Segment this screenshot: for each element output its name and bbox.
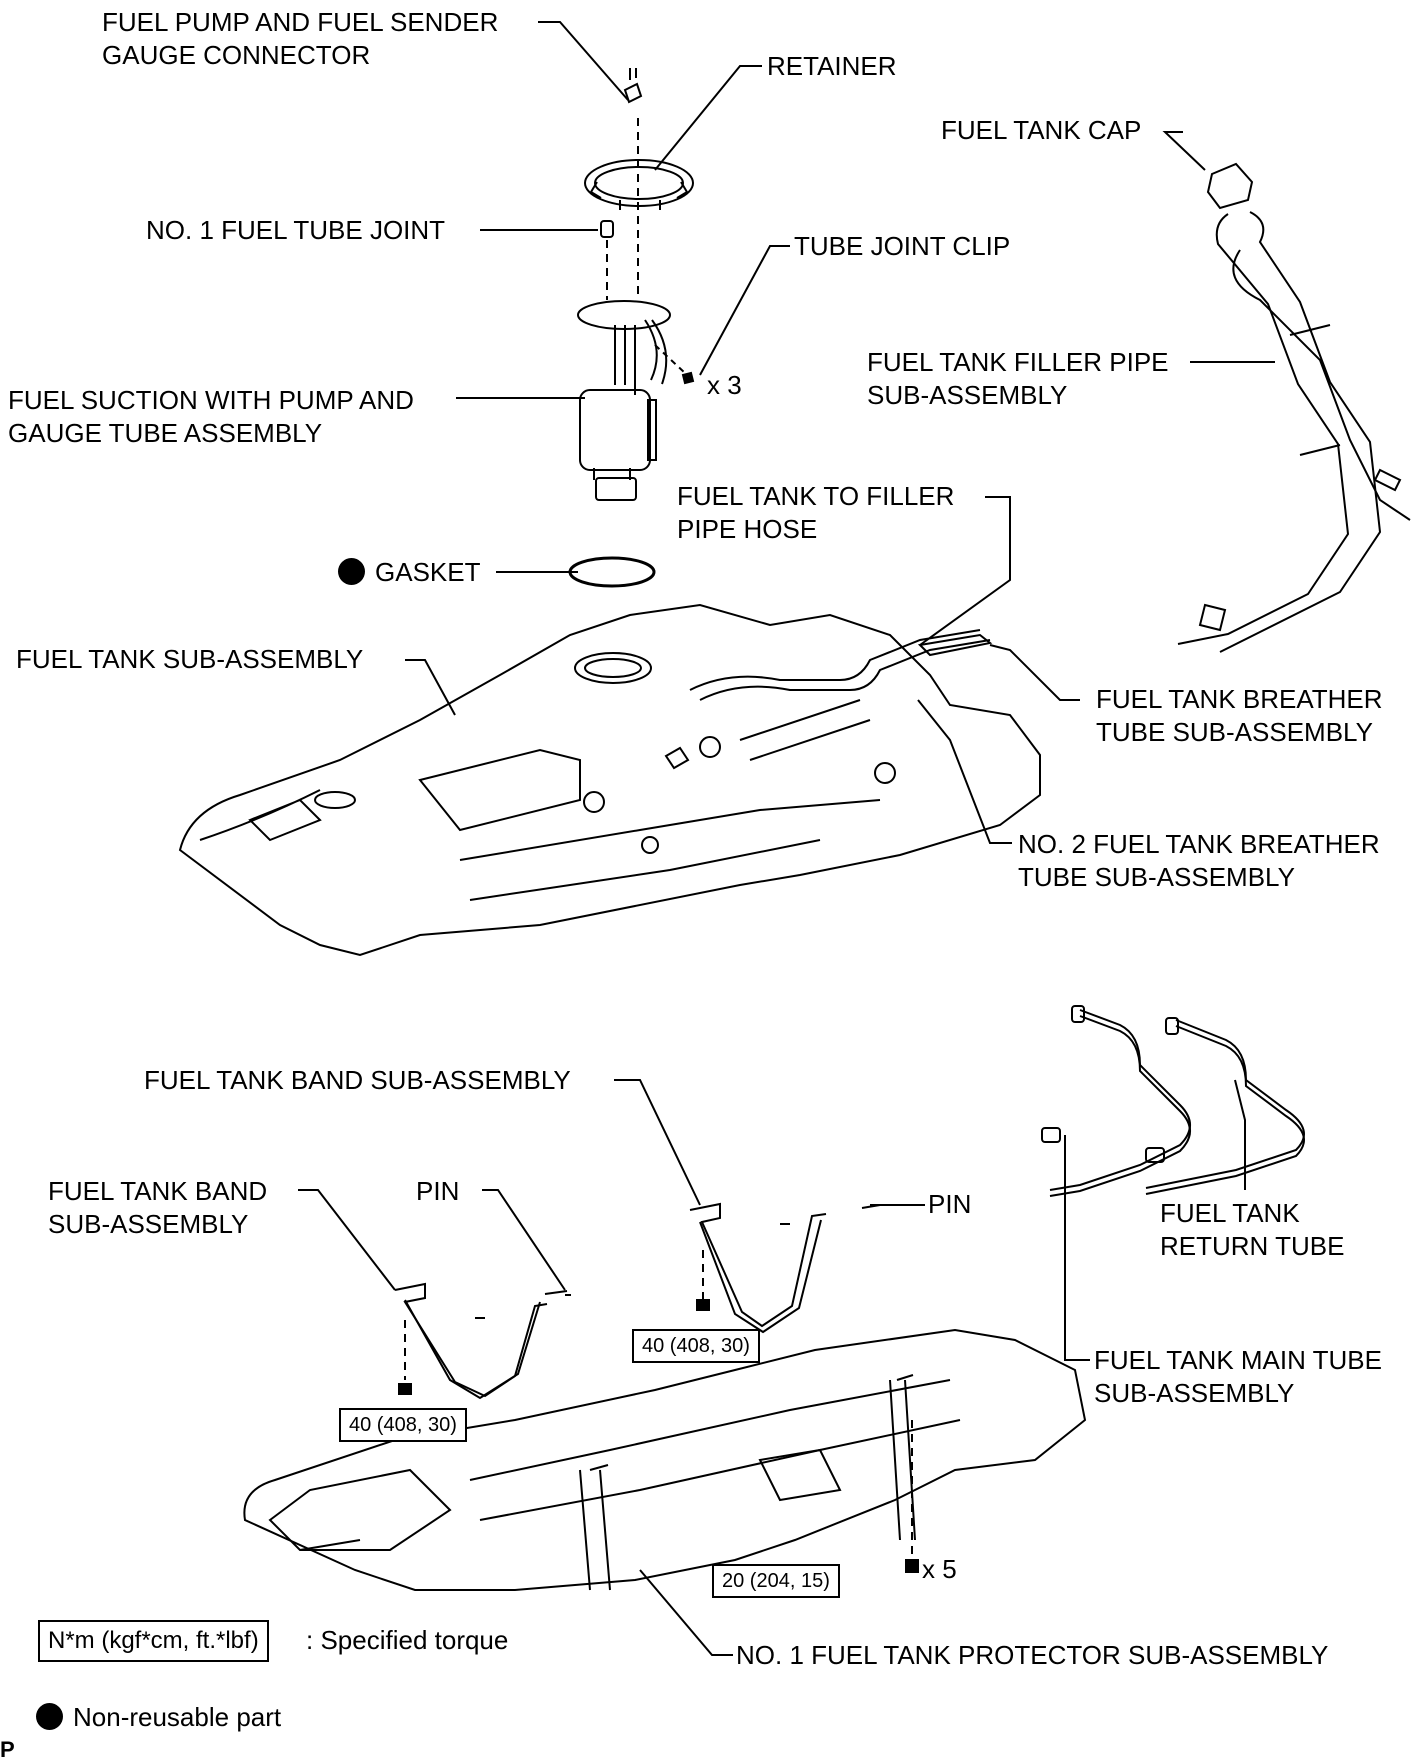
fuel-tube-joint-label: NO. 1 FUEL TUBE JOINT <box>146 215 446 245</box>
pin-right-label: PIN <box>928 1189 972 1219</box>
torque-box-band-right: 40 (408, 30) <box>632 1329 760 1363</box>
connector-label-line2: GAUGE CONNECTOR <box>102 40 371 70</box>
protector-label: NO. 1 FUEL TANK PROTECTOR SUB-ASSEMBLY <box>736 1640 1329 1670</box>
breather-tube-label-line2: TUBE SUB-ASSEMBLY <box>1096 717 1373 747</box>
tank-bands-drawing <box>394 1202 881 1400</box>
legend-nonreusable-text: Non-reusable part <box>73 1702 282 1732</box>
torque-box-band-left: 40 (408, 30) <box>339 1408 467 1442</box>
no2-breather-tube-label-line2: TUBE SUB-ASSEMBLY <box>1018 862 1295 892</box>
tube-joint-clip-label: TUBE JOINT CLIP <box>794 231 1011 261</box>
legend-torque-unit-box: N*m (kgf*cm, ft.*lbf) <box>38 1620 269 1662</box>
breather-tube-label-line1: FUEL TANK BREATHER <box>1096 684 1383 714</box>
tank-protector-drawing <box>243 1328 1087 1591</box>
clip-quantity-label: x 3 <box>707 370 742 400</box>
no2-breather-tube-label-line1: NO. 2 FUEL TANK BREATHER <box>1018 829 1380 859</box>
band-left-label-line2: SUB-ASSEMBLY <box>48 1209 249 1239</box>
fuel-suction-label-line2: GAUGE TUBE ASSEMBLY <box>8 418 323 448</box>
band-left-label-line1: FUEL TANK BAND <box>48 1176 268 1206</box>
gasket-label: GASKET <box>338 556 480 589</box>
non-reusable-dot-icon <box>338 558 365 585</box>
fuel-suction-label-line1: FUEL SUCTION WITH PUMP AND <box>8 385 414 415</box>
pin-left-label: PIN <box>416 1176 460 1206</box>
return-tube-label-line1: FUEL TANK <box>1160 1198 1300 1228</box>
filler-hose-label-line1: FUEL TANK TO FILLER <box>677 481 955 511</box>
fuel-tank-drawing <box>178 603 1041 957</box>
fuel-pump-assembly-drawing <box>568 68 695 588</box>
tank-sub-assembly-label: FUEL TANK SUB-ASSEMBLY <box>16 644 364 674</box>
legend-nonreusable: Non-reusable part <box>36 1701 281 1734</box>
torque-box-protector: 20 (204, 15) <box>712 1564 840 1598</box>
leader-lines <box>298 21 1275 1656</box>
filler-pipe-drawing <box>1177 162 1411 653</box>
connector-label-line1: FUEL PUMP AND FUEL SENDER <box>102 7 499 37</box>
fuel-tubes-drawing <box>1041 1005 1305 1197</box>
main-tube-label-line1: FUEL TANK MAIN TUBE <box>1094 1345 1382 1375</box>
bolt-quantity-label: x 5 <box>922 1554 957 1584</box>
filler-pipe-label-line1: FUEL TANK FILLER PIPE <box>867 347 1169 377</box>
return-tube-label-line2: RETURN TUBE <box>1160 1231 1345 1261</box>
filler-pipe-label-line2: SUB-ASSEMBLY <box>867 380 1068 410</box>
filler-hose-label-line2: PIPE HOSE <box>677 514 818 544</box>
main-tube-label-line2: SUB-ASSEMBLY <box>1094 1378 1295 1408</box>
corner-mark: P <box>0 1737 15 1762</box>
retainer-label: RETAINER <box>767 51 897 81</box>
non-reusable-dot-icon <box>36 1703 63 1730</box>
fuel-tank-cap-label: FUEL TANK CAP <box>941 115 1142 145</box>
band-top-label: FUEL TANK BAND SUB-ASSEMBLY <box>144 1065 571 1095</box>
legend-torque-text: : Specified torque <box>306 1625 509 1655</box>
gasket-label-text: GASKET <box>375 557 481 587</box>
